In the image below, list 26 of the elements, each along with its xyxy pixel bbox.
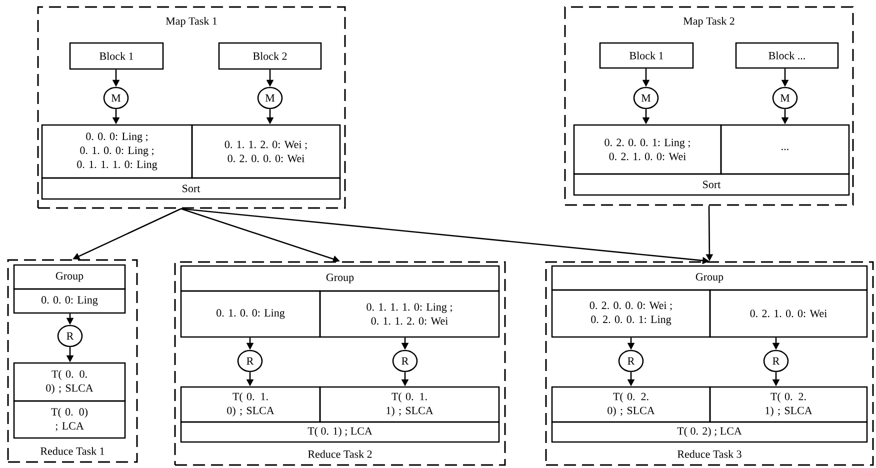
block-box: Block 1 xyxy=(69,42,164,70)
block-box: Block ... xyxy=(735,42,839,69)
record-cell: 0. 2. 0. 0. 0: Wei ; 0. 2. 0. 0. 1: Ling xyxy=(551,289,711,338)
sort-bar: Sort xyxy=(573,173,850,196)
record-cell: 0. 1. 1. 2. 0: Wei ; 0. 2. 0. 0. 0: Wei xyxy=(191,124,341,179)
result-cell: T( 0. 1) ; LCA xyxy=(180,421,500,443)
block-box: Block 2 xyxy=(218,42,322,70)
sort-bar: Sort xyxy=(41,177,341,200)
record-cell: 0. 1. 1. 1. 0: Ling ; 0. 1. 1. 2. 0: Wei xyxy=(319,290,500,338)
result-cell: T( 0. 2) ; LCA xyxy=(551,421,868,443)
group-header: Group xyxy=(551,265,868,291)
record-cell: 0. 0. 0: Ling ; 0. 1. 0. 0: Ling ; 0. 1. 1. 1. 0: Ling xyxy=(41,124,193,179)
group-header: Group xyxy=(13,264,126,290)
result-cell: T( 0. 0. 0) ; SLCA xyxy=(13,362,126,402)
result-cell: T( 0. 1. 0) ; SLCA xyxy=(180,386,321,423)
record-cell: 0. 1. 0. 0: Ling xyxy=(180,290,321,338)
result-cell: T( 0. 1. 1) ; SLCA xyxy=(319,386,500,423)
result-cell: T( 0. 0) ; LCA xyxy=(13,400,126,439)
record-cell: 0. 0. 0: Ling xyxy=(13,288,126,314)
block-box: Block 1 xyxy=(599,42,694,69)
record-cell: ... xyxy=(720,124,850,175)
record-cell: 0. 2. 0. 0. 1: Ling ; 0. 2. 1. 0. 0: Wei xyxy=(573,124,722,175)
result-cell: T( 0. 2. 0) ; SLCA xyxy=(551,386,711,423)
group-header: Group xyxy=(180,265,500,292)
record-cell: 0. 2. 1. 0. 0: Wei xyxy=(709,289,868,338)
result-cell: T( 0. 2. 1) ; SLCA xyxy=(709,386,868,423)
